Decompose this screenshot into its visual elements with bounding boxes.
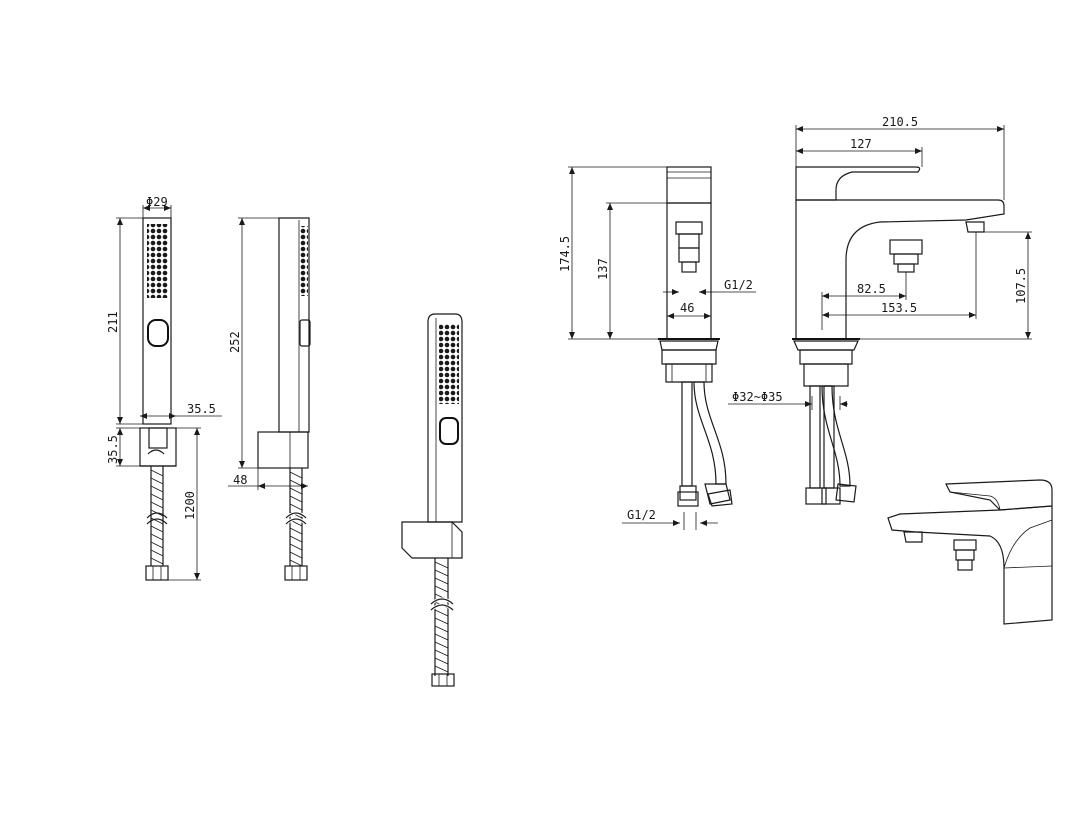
dim-hose-length: 1200	[183, 491, 197, 520]
perspective-handshower-body	[427, 313, 463, 523]
dim-outlet-height: 107.5	[1014, 268, 1028, 304]
mixer-front-body	[666, 202, 712, 340]
mixer-side-view: 210.5 127 107.5 82.5 153.5 Φ32~Φ35	[728, 115, 1032, 505]
perspective-holder	[401, 521, 463, 559]
shower-hose	[145, 466, 169, 581]
dim-thread-bottom: G1/2	[627, 508, 656, 522]
dim-handshower-side-length: 252	[228, 331, 242, 353]
dim-total-length: 210.5	[882, 115, 918, 129]
mixer-perspective-view	[887, 479, 1053, 625]
mixer-front-base-nut	[659, 340, 719, 351]
dim-spout-reach: 153.5	[881, 301, 917, 315]
dim-spout-height: 137	[596, 258, 610, 280]
dim-handshower-length: 211	[106, 311, 120, 333]
dim-hole-diameter: Φ32~Φ35	[732, 390, 783, 404]
dim-base-width: 46	[680, 301, 694, 315]
mixer-side-handle	[795, 166, 921, 201]
dim-holder-height: 35.5	[106, 435, 120, 464]
mixer-side-body	[795, 199, 1005, 340]
handshower-front-view: Φ29 211 35.5 35.5 1200	[106, 195, 222, 581]
spray-button	[147, 319, 169, 347]
dim-holder-width: 35.5	[187, 402, 216, 416]
dim-outlet-offset: 82.5	[857, 282, 886, 296]
mixer-front-view: 174.5 137 G1/2 46 G1/2	[558, 166, 756, 530]
wall-holder	[139, 427, 177, 467]
spray-face	[147, 224, 168, 298]
perspective-mixer-body	[887, 505, 1053, 625]
dim-handle-length: 127	[850, 137, 872, 151]
side-wall-holder	[257, 431, 309, 469]
dim-thread-top: G1/2	[724, 278, 753, 292]
perspective-hose	[429, 558, 455, 687]
handshower-side-body	[278, 217, 310, 433]
dim-holder-depth: 48	[233, 473, 247, 487]
handshower-body	[142, 217, 172, 425]
mixer-side-base-nut	[793, 340, 859, 351]
side-hose	[284, 468, 308, 581]
mixer-front-hoses	[677, 381, 733, 507]
handshower-side-view: 252 48	[228, 217, 311, 581]
dim-mixer-height: 174.5	[558, 236, 572, 272]
perspective-mixer-handle	[945, 479, 1053, 511]
mixer-side-hoses	[805, 385, 857, 505]
perspective-spray-button	[439, 417, 459, 445]
dim-handshower-diameter: Φ29	[146, 195, 168, 209]
handshower-perspective-view	[401, 313, 463, 687]
